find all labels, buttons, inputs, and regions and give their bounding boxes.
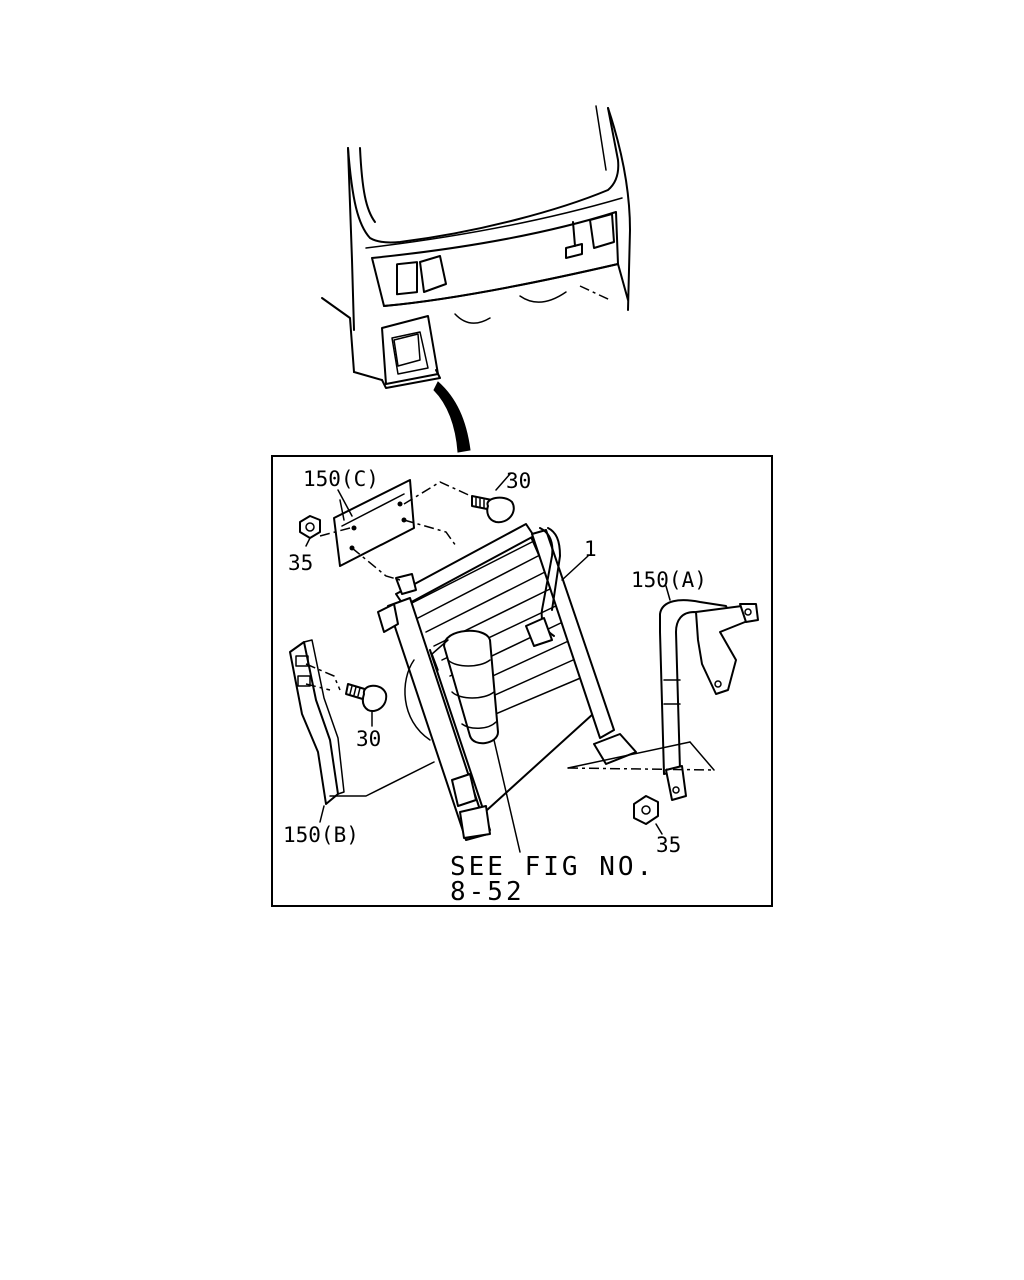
callout-150a: 150(A) — [631, 568, 707, 592]
bracket-a — [567, 585, 759, 801]
condenser-assembly — [377, 523, 637, 841]
bolt-left — [345, 683, 388, 727]
truck-front-view — [321, 105, 631, 453]
nut-right — [633, 795, 663, 835]
bracket-b — [289, 639, 435, 823]
reference-line-1: SEE FIG NO. — [450, 852, 655, 882]
callout-30-left: 30 — [356, 727, 381, 751]
callout-150b: 150(B) — [283, 823, 359, 847]
leader-bracket-c — [337, 489, 353, 517]
callout-35-top: 35 — [288, 551, 313, 575]
nut-top — [299, 515, 321, 547]
callout-1: 1 — [584, 537, 597, 561]
leader-condenser — [561, 555, 589, 581]
bolt-top — [471, 473, 515, 524]
callout-30-top: 30 — [506, 469, 531, 493]
detail-frame — [271, 455, 773, 907]
callout-35-right: 35 — [656, 833, 681, 857]
reference-line-2: 8-52 — [450, 877, 525, 907]
leader-reference — [493, 739, 521, 853]
callout-150c: 150(C) — [303, 467, 379, 491]
bracket-c — [319, 479, 485, 581]
